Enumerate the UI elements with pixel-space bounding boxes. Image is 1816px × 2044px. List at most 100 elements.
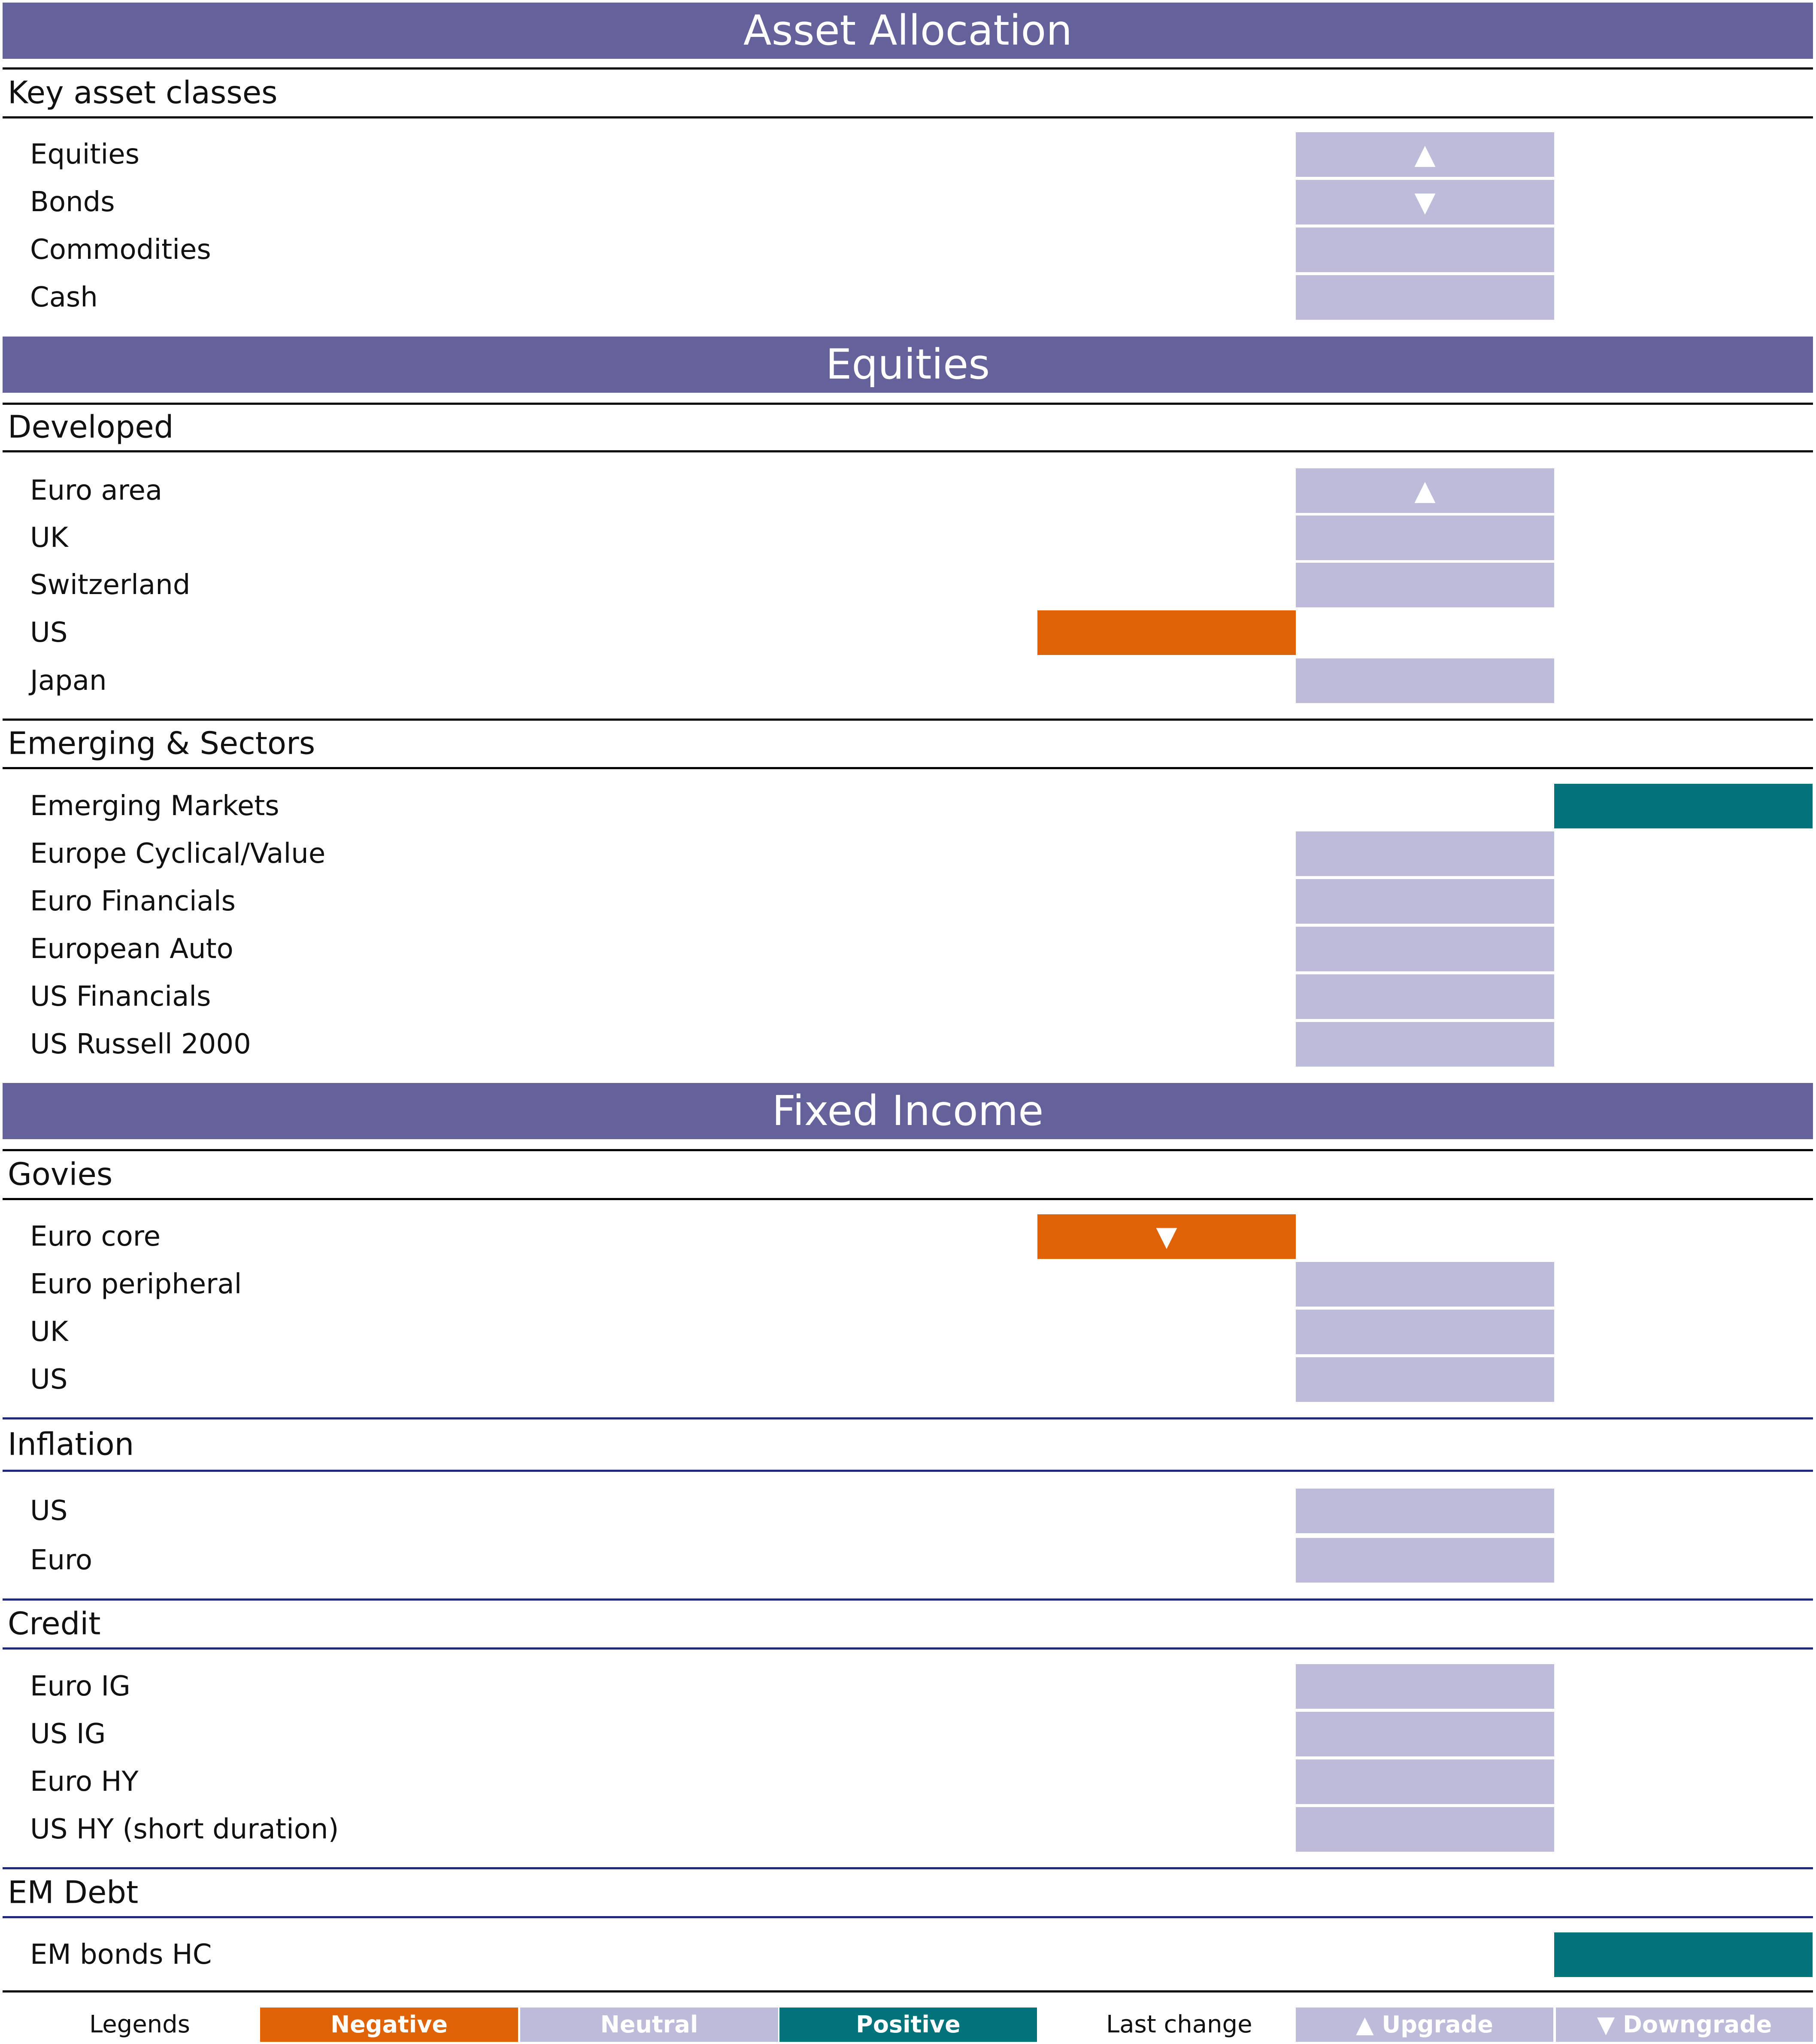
row-label: US HY (short duration) (30, 1814, 339, 1845)
row-label: US Russell 2000 (30, 1028, 251, 1060)
row-label: US IG (30, 1718, 106, 1750)
row-us-hy-short-duration: US HY (short duration) (0, 1807, 1816, 1852)
negative-cell (1037, 610, 1296, 655)
row-uk: UK (0, 516, 1816, 560)
row-label: US (30, 1364, 68, 1395)
row-label: Euro core (30, 1221, 161, 1252)
row-euro-peripheral: Euro peripheral (0, 1262, 1816, 1307)
row-euro-financials: Euro Financials (0, 879, 1816, 924)
neutral-cell (1296, 927, 1554, 971)
row-label: Commodities (30, 234, 211, 266)
subheader-inflation: Inflation (3, 1417, 1813, 1472)
positive-cell (1554, 784, 1813, 828)
legend-last-change: Last change (1106, 2011, 1252, 2038)
neutral-cell (1296, 1357, 1554, 1402)
upgrade-arrow-icon: ▲ (1414, 139, 1436, 170)
row-label: Euro (30, 1544, 93, 1576)
subheader-emerging-sectors: Emerging & Sectors (3, 719, 1813, 769)
subheader-govies: Govies (3, 1149, 1813, 1200)
row-label: Cash (30, 282, 98, 313)
row-label: Euro IG (30, 1671, 130, 1702)
row-euro-ig: Euro IG (0, 1664, 1816, 1709)
neutral-cell (1296, 1538, 1554, 1583)
section-header-fixed-income: Fixed Income (3, 1083, 1813, 1139)
row-label: Euro peripheral (30, 1268, 242, 1300)
row-label: US (30, 1495, 68, 1527)
row-us-russell-2000: US Russell 2000 (0, 1022, 1816, 1067)
subheader-title: Inflation (8, 1425, 134, 1462)
row-label: Euro area (30, 475, 163, 506)
subheader-em-debt: EM Debt (3, 1867, 1813, 1918)
row-label: UK (30, 1316, 68, 1348)
negative-cell: ▼ (1037, 1214, 1296, 1259)
row-us-financials: US Financials (0, 974, 1816, 1019)
row-equities: Equities ▲ (0, 132, 1816, 177)
legend-divider (3, 1990, 1813, 1992)
subheader-title: Key asset classes (8, 74, 278, 110)
row-label: Equities (30, 139, 139, 170)
row-label: US Financials (30, 981, 211, 1013)
subheader-credit: Credit (3, 1598, 1813, 1650)
section-header-asset-allocation: Asset Allocation (3, 3, 1813, 59)
downgrade-arrow-icon: ▼ (1414, 186, 1436, 218)
section-title: Asset Allocation (743, 6, 1073, 55)
subheader-title: Credit (8, 1605, 101, 1641)
row-em-bonds-hc: EM bonds HC (0, 1932, 1816, 1977)
row-us: US (0, 610, 1816, 655)
neutral-cell (1296, 1759, 1554, 1804)
neutral-cell (1296, 1489, 1554, 1533)
legend-downgrade: ▼ Downgrade (1556, 2008, 1813, 2042)
row-bonds: Bonds ▼ (0, 180, 1816, 224)
positive-cell (1554, 1932, 1813, 1977)
neutral-cell (1296, 1022, 1554, 1067)
row-label: Japan (30, 665, 107, 697)
neutral-cell (1296, 275, 1554, 320)
legend-title: Legends (89, 2011, 190, 2038)
legend-neutral: Neutral (520, 2008, 778, 2042)
upgrade-arrow-icon: ▲ (1414, 475, 1436, 506)
row-cash: Cash (0, 275, 1816, 320)
neutral-cell (1296, 974, 1554, 1019)
row-govies-uk: UK (0, 1310, 1816, 1354)
row-inflation-us: US (0, 1489, 1816, 1533)
subheader-title: EM Debt (8, 1874, 139, 1910)
neutral-cell (1296, 227, 1554, 272)
section-title: Fixed Income (772, 1087, 1044, 1135)
row-european-auto: European Auto (0, 927, 1816, 971)
neutral-cell (1296, 879, 1554, 924)
subheader-title: Govies (8, 1155, 113, 1192)
row-euro-hy: Euro HY (0, 1759, 1816, 1804)
neutral-cell (1296, 831, 1554, 876)
row-label: US (30, 617, 68, 649)
legend-positive: Positive (779, 2008, 1037, 2042)
subheader-title: Developed (8, 409, 174, 445)
row-inflation-euro: Euro (0, 1538, 1816, 1583)
neutral-cell (1296, 516, 1554, 560)
row-govies-us: US (0, 1357, 1816, 1402)
row-label: Bonds (30, 186, 115, 218)
row-label: Emerging Markets (30, 790, 279, 822)
neutral-cell: ▲ (1296, 132, 1554, 177)
row-euro-core: Euro core ▼ (0, 1214, 1816, 1259)
row-label: Switzerland (30, 569, 191, 601)
neutral-cell (1296, 563, 1554, 607)
subheader-key-asset-classes: Key asset classes (3, 67, 1813, 118)
subheader-developed: Developed (3, 403, 1813, 452)
subheader-title: Emerging & Sectors (8, 725, 315, 761)
row-label: Europe Cyclical/Value (30, 838, 326, 870)
row-us-ig: US IG (0, 1712, 1816, 1756)
neutral-cell (1296, 1664, 1554, 1709)
row-europe-cyclical-value: Europe Cyclical/Value (0, 831, 1816, 876)
row-switzerland: Switzerland (0, 563, 1816, 607)
neutral-cell (1296, 658, 1554, 703)
neutral-cell (1296, 1807, 1554, 1852)
row-japan: Japan (0, 658, 1816, 703)
section-title: Equities (825, 340, 990, 388)
legend-negative: Negative (260, 2008, 518, 2042)
row-emerging-markets: Emerging Markets (0, 784, 1816, 828)
legend-upgrade: ▲ Upgrade (1296, 2008, 1553, 2042)
row-euro-area: Euro area ▲ (0, 468, 1816, 513)
neutral-cell (1296, 1262, 1554, 1307)
row-label: Euro HY (30, 1766, 139, 1798)
